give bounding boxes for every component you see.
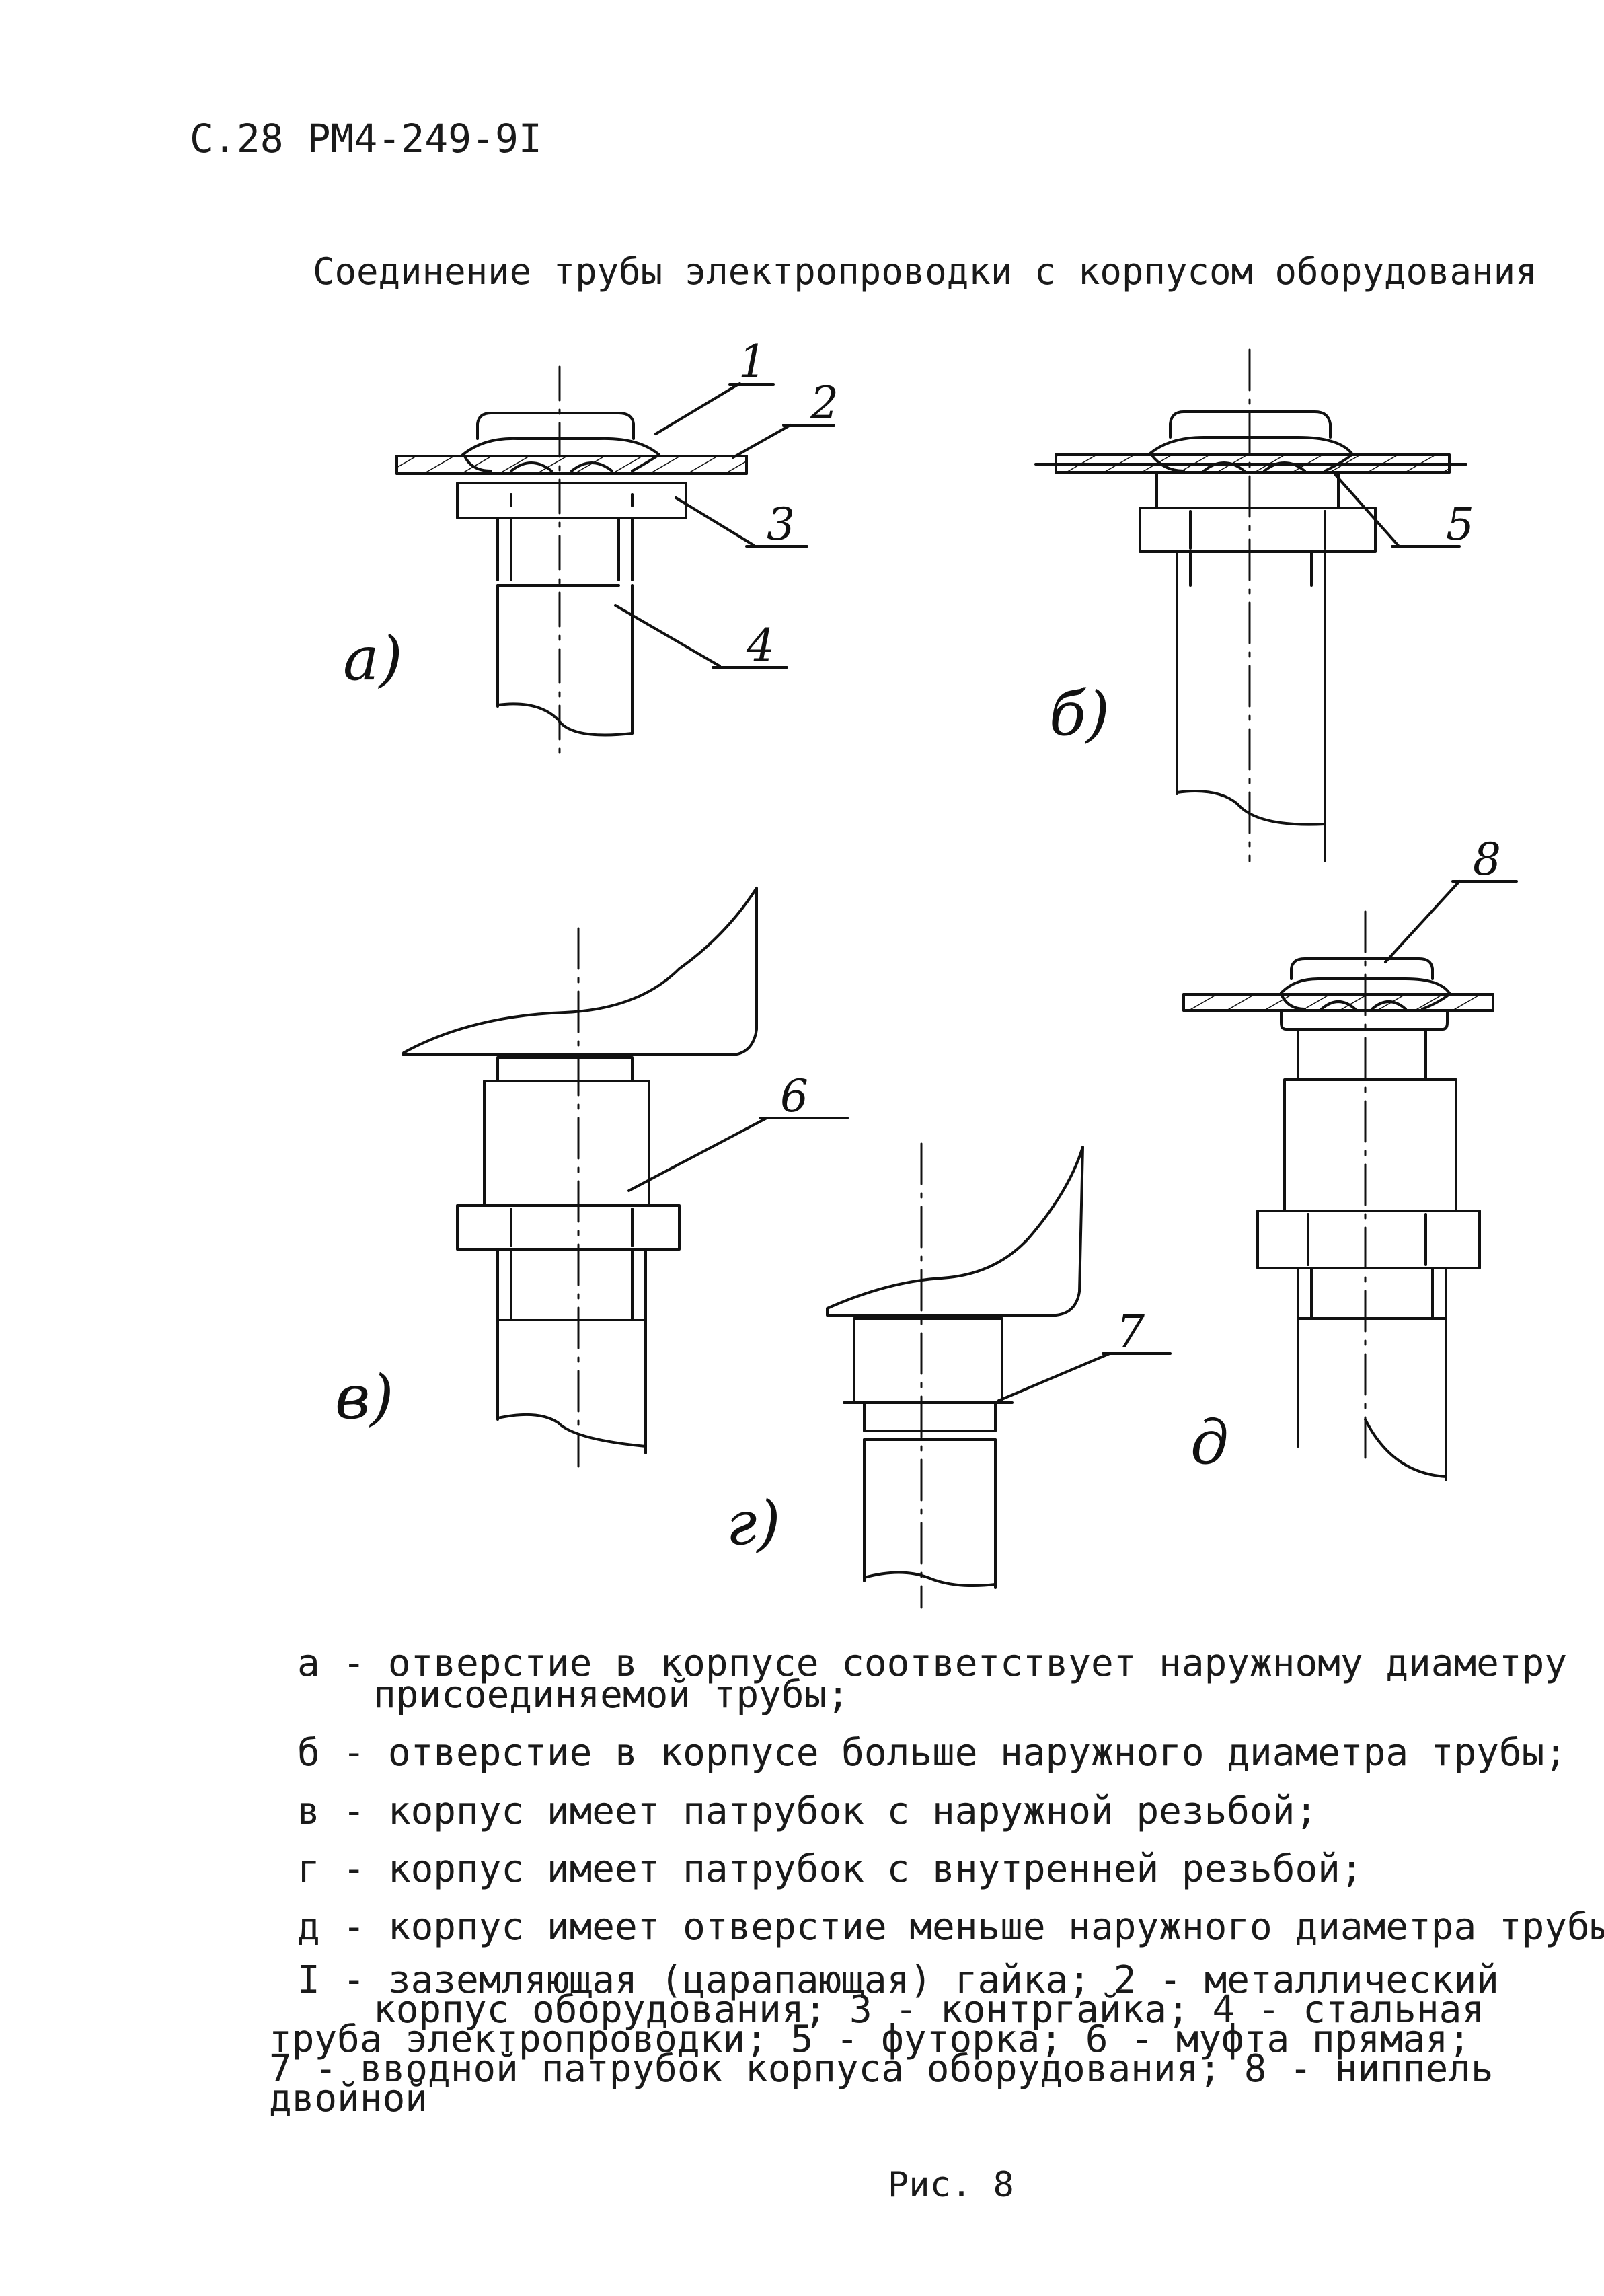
- legend-line-2: корпус оборудования; 3 - контргайка; 4 -…: [373, 1988, 1485, 2032]
- part-number-8: 8: [1473, 834, 1501, 885]
- part-number-2: 2: [810, 377, 839, 429]
- caption-d: д - корпус имеет отверстие меньше наружн…: [297, 1905, 1604, 1949]
- variant-v-drawing: [402, 887, 758, 1468]
- variant-g-drawing: [826, 1142, 1084, 1609]
- figure-title: Соединение трубы электропроводки с корпу…: [313, 250, 1537, 293]
- caption-a-line-2: присоединяемой трубы;: [373, 1673, 850, 1717]
- caption-a-line-1: а - отверстие в корпусе соответствует на…: [297, 1641, 1568, 1685]
- caption-g: г - корпус имеет патрубок с внутренней р…: [297, 1847, 1363, 1891]
- caption-v: в - корпус имеет патрубок с наружной рез…: [297, 1789, 1318, 1833]
- variant-label-v: в): [335, 1362, 394, 1433]
- variant-label-g: г): [726, 1488, 781, 1559]
- figure-label: Рис. 8: [888, 2165, 1014, 2205]
- part-number-5: 5: [1446, 498, 1474, 550]
- caption-b: б - отверстие в корпусе больше наружного…: [297, 1731, 1568, 1775]
- page-header: С.28 РМ4-249-9I: [190, 116, 542, 161]
- part-number-3: 3: [767, 498, 795, 550]
- legend-line-5: двойной: [269, 2077, 428, 2120]
- part-number-7: 7: [1116, 1306, 1145, 1358]
- variant-d-drawing: [1182, 910, 1494, 1481]
- variant-a-drawing: [395, 365, 748, 755]
- legend-line-4: 7 - вводной патрубок корпуса оборудовани…: [269, 2047, 1494, 2091]
- part-number-6: 6: [780, 1070, 808, 1122]
- legend-line-3: труба электропроводки; 5 - футорка; 6 - …: [269, 2017, 1471, 2061]
- variant-label-b: б): [1049, 679, 1110, 749]
- legend-line-1: I - заземляющая (царапающая) гайка; 2 - …: [297, 1958, 1499, 2002]
- variant-b-drawing: [1034, 348, 1467, 862]
- variant-label-a: а): [343, 624, 403, 694]
- variant-label-d: д: [1190, 1407, 1229, 1478]
- part-number-4: 4: [746, 620, 775, 671]
- part-number-1: 1: [738, 336, 767, 387]
